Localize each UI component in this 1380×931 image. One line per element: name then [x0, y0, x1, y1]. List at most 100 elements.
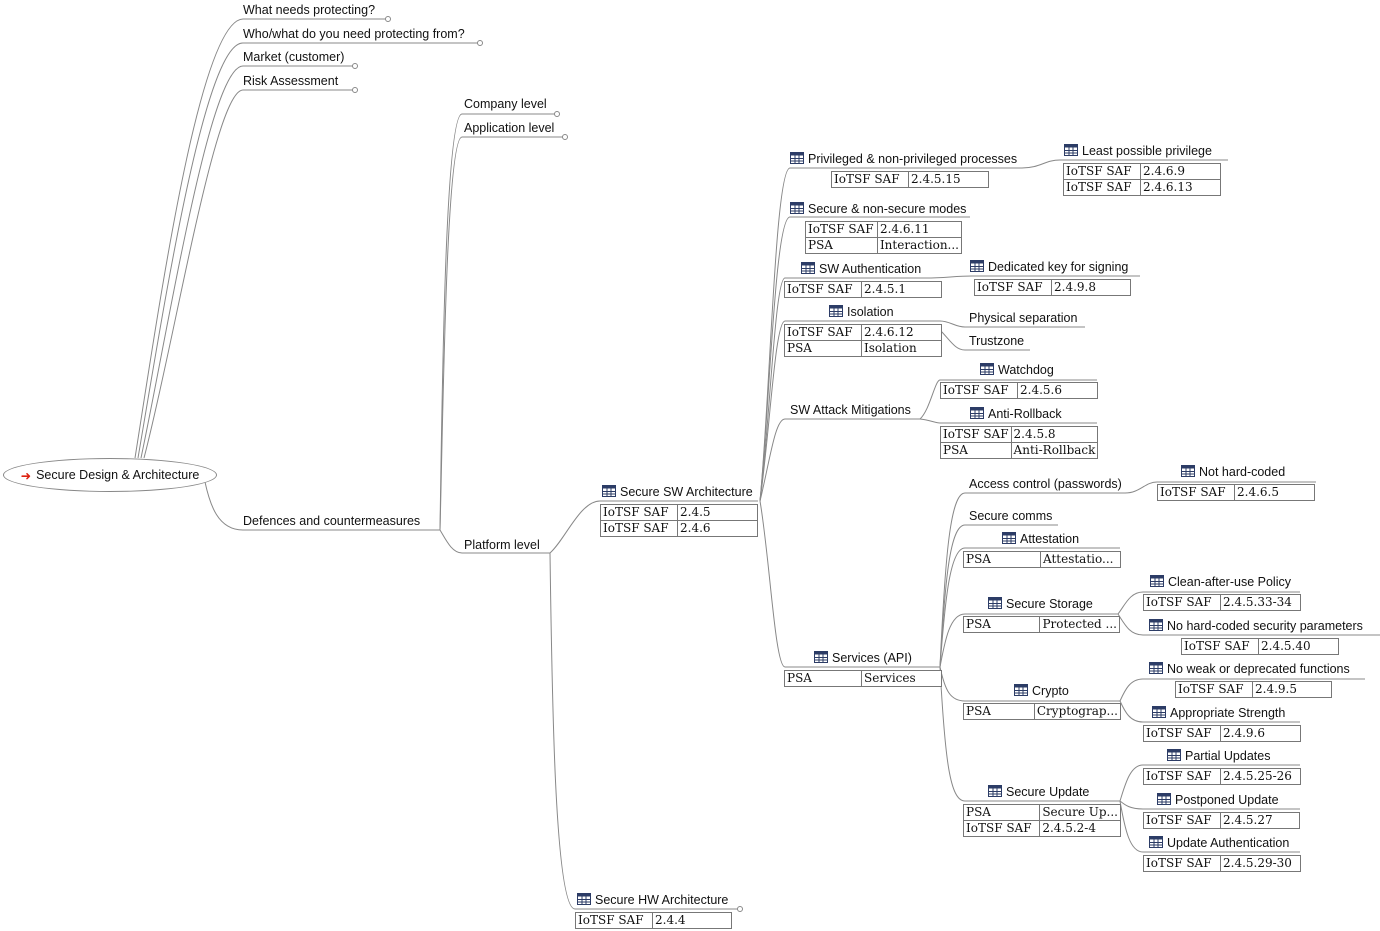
- node-secure-sw-architecture[interactable]: Secure SW Architecture: [602, 485, 753, 500]
- node-sw-authentication[interactable]: SW Authentication: [801, 262, 921, 277]
- table-cell: IoTSF SAF: [1175, 681, 1253, 698]
- node-no-weak-functions[interactable]: No weak or deprecated functions: [1149, 662, 1350, 677]
- node-anti-rollback[interactable]: Anti-Rollback: [970, 407, 1062, 422]
- node-label: Privileged & non-privileged processes: [808, 152, 1018, 166]
- table-icon: [1149, 836, 1163, 848]
- node-label: Secure SW Architecture: [620, 485, 753, 499]
- table-icon: [980, 363, 994, 375]
- node-label: Least possible privilege: [1082, 144, 1212, 158]
- node-watchdog[interactable]: Watchdog: [980, 363, 1054, 378]
- node-label: Crypto: [1032, 684, 1069, 698]
- node-secure-update[interactable]: Secure Update: [988, 785, 1089, 800]
- table-icon: [988, 785, 1002, 797]
- root-node[interactable]: ➜ Secure Design & Architecture: [3, 458, 217, 492]
- node-label: Secure HW Architecture: [595, 893, 729, 907]
- table-icon: [1149, 619, 1163, 631]
- table-cell: 2.4.6.13: [1140, 179, 1221, 196]
- table-cell: 2.4.6.12: [861, 324, 942, 341]
- table-icon: [970, 407, 984, 419]
- table-cell: 2.4.6.9: [1140, 163, 1221, 180]
- table-cell: IoTSF SAF: [784, 324, 862, 341]
- table-icon: [801, 262, 815, 274]
- node-crypto[interactable]: Crypto: [1014, 684, 1069, 699]
- node-label: Attestation: [1020, 532, 1080, 546]
- node-appropriate-strength[interactable]: Appropriate Strength: [1152, 706, 1285, 721]
- table-cell: 2.4.5.1: [861, 281, 942, 298]
- table-cell: IoTSF SAF: [600, 504, 678, 521]
- node-label: No hard-coded security parameters: [1167, 619, 1363, 633]
- branch-who-what-protecting-from[interactable]: Who/what do you need protecting from?: [243, 27, 465, 41]
- level-company[interactable]: Company level: [464, 97, 547, 111]
- branch-defences[interactable]: Defences and countermeasures: [243, 514, 421, 528]
- node-secure-modes[interactable]: Secure & non-secure modes: [790, 202, 966, 217]
- table-icon: [1157, 793, 1171, 805]
- table-cell: IoTSF SAF: [1181, 638, 1259, 655]
- branch-risk-assessment[interactable]: Risk Assessment: [243, 74, 339, 88]
- node-attestation[interactable]: Attestation: [1002, 532, 1079, 547]
- table-cell: PSA: [962, 804, 1041, 821]
- table-cell: PSA: [784, 340, 862, 357]
- node-least-privilege[interactable]: Least possible privilege: [1064, 144, 1212, 159]
- table-cell: 2.4.5.29-30: [1220, 855, 1301, 872]
- table-cell: IoTSF SAF: [1143, 855, 1221, 872]
- table-cell: Attestatio...: [1040, 551, 1121, 568]
- table-icon: [1014, 684, 1028, 696]
- branch-market-customer[interactable]: Market (customer): [243, 50, 345, 64]
- node-secure-hw-architecture[interactable]: Secure HW Architecture: [577, 893, 728, 908]
- node-not-hard-coded[interactable]: Not hard-coded: [1181, 465, 1285, 480]
- node-postponed-update[interactable]: Postponed Update: [1157, 793, 1279, 808]
- level-platform[interactable]: Platform level: [464, 538, 540, 552]
- node-trustzone[interactable]: Trustzone: [969, 334, 1025, 348]
- table-cell: Anti-Rollback: [1010, 442, 1099, 459]
- node-label: Secure Update: [1006, 785, 1090, 799]
- table-icon: [970, 260, 984, 272]
- table-cell: IoTSF SAF: [1063, 163, 1141, 180]
- node-sw-attack-mitigations[interactable]: SW Attack Mitigations: [790, 403, 911, 417]
- node-no-hard-coded-params[interactable]: No hard-coded security parameters: [1149, 619, 1363, 634]
- node-clean-after-use[interactable]: Clean-after-use Policy: [1150, 575, 1291, 590]
- node-label: Dedicated key for signing: [988, 260, 1129, 274]
- table-cell: IoTSF SAF: [940, 382, 1018, 399]
- node-secure-comms[interactable]: Secure comms: [969, 509, 1053, 523]
- table-cell: IoTSF SAF: [1143, 594, 1221, 611]
- table-cell: IoTSF SAF: [805, 221, 878, 238]
- node-access-control[interactable]: Access control (passwords): [969, 477, 1122, 491]
- table-cell: PSA: [940, 442, 1012, 459]
- branch-what-needs-protecting[interactable]: What needs protecting?: [243, 3, 376, 17]
- node-isolation[interactable]: Isolation: [829, 305, 894, 320]
- node-partial-updates[interactable]: Partial Updates: [1167, 749, 1270, 764]
- node-label: Appropriate Strength: [1170, 706, 1286, 720]
- node-dedicated-key[interactable]: Dedicated key for signing: [970, 260, 1128, 275]
- node-services-api[interactable]: Services (API): [814, 651, 912, 666]
- node-secure-storage[interactable]: Secure Storage: [988, 597, 1093, 612]
- node-update-authentication[interactable]: Update Authentication: [1149, 836, 1289, 851]
- node-privileged-processes[interactable]: Privileged & non-privileged processes: [790, 152, 1017, 167]
- table-cell: 2.4.6.5: [1234, 484, 1315, 501]
- table-cell: IoTSF SAF: [831, 171, 909, 188]
- table-cell: IoTSF SAF: [1143, 725, 1221, 742]
- node-physical-separation[interactable]: Physical separation: [969, 311, 1078, 325]
- table-cell: 2.4.5.27: [1220, 812, 1300, 829]
- table-icon: [790, 202, 804, 214]
- level-application[interactable]: Application level: [464, 121, 555, 135]
